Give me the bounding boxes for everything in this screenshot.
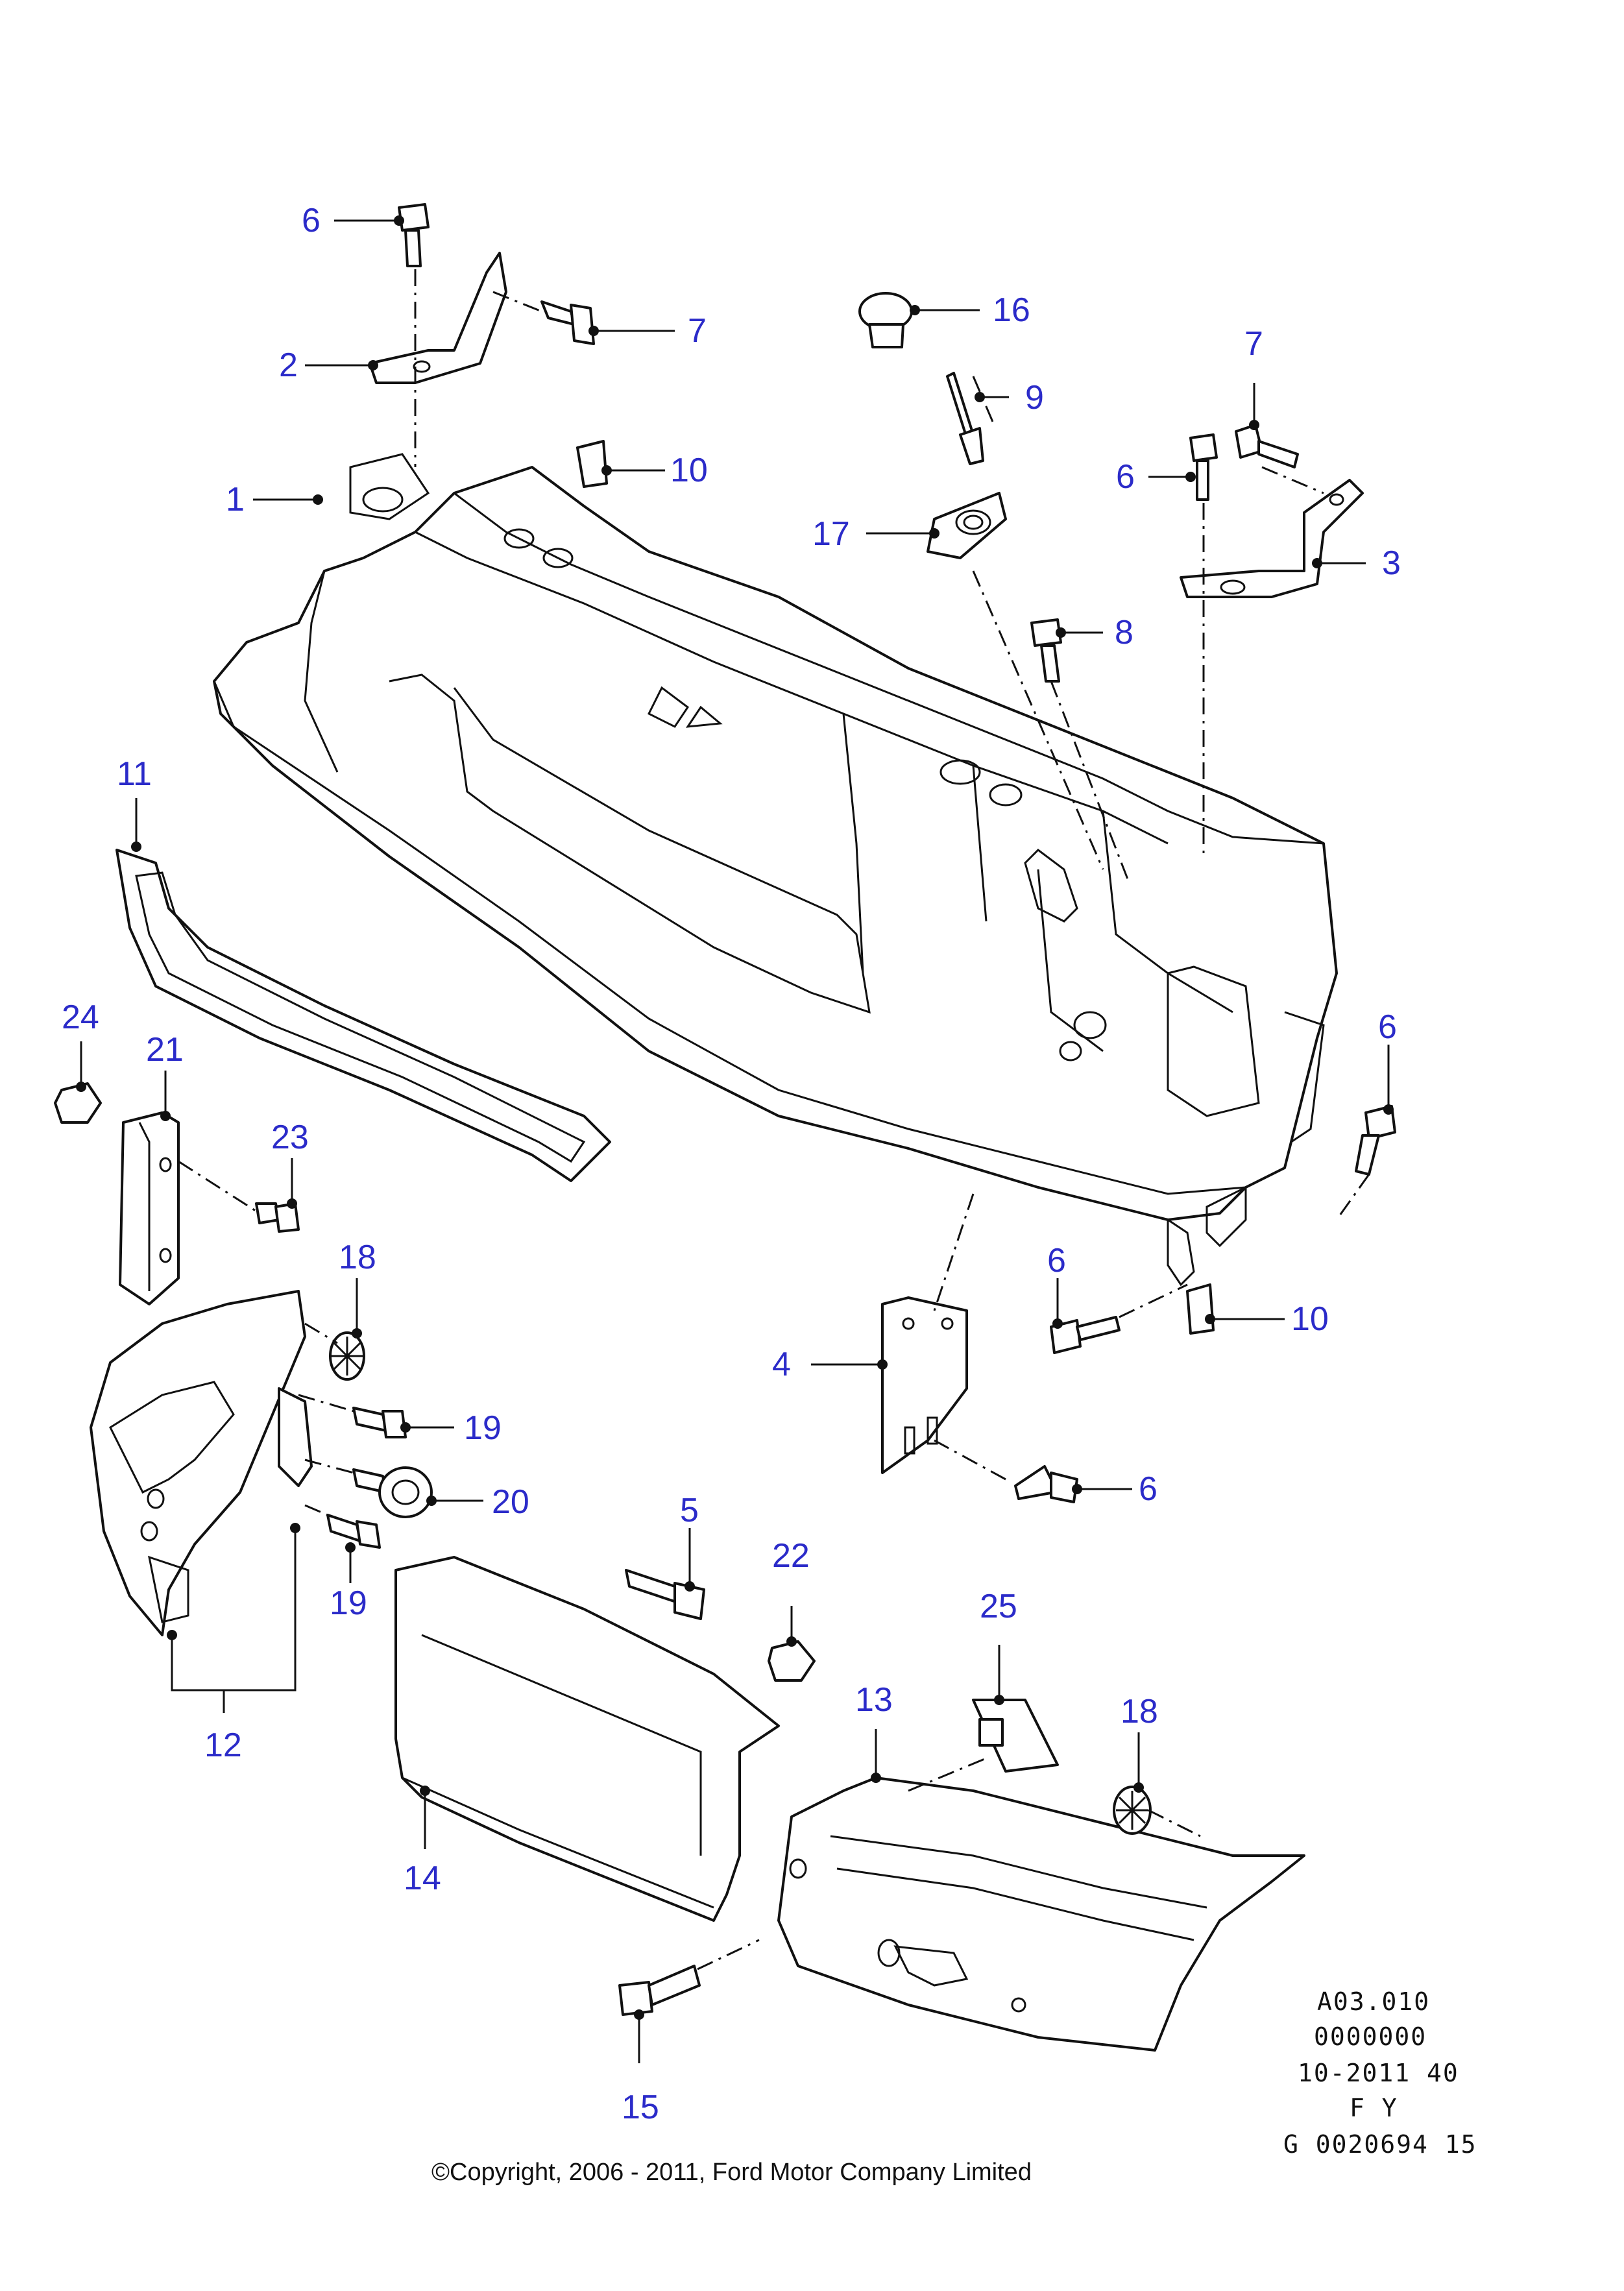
callout-6-center: 6 xyxy=(1047,1242,1066,1279)
reference-block: A03.010 0000000 10-2011 40 F Y G 0020694… xyxy=(1283,1987,1477,2159)
callout-19-upper: 19 xyxy=(464,1409,502,1447)
callout-25: 25 xyxy=(980,1588,1017,1625)
bracket-12-small xyxy=(278,1387,313,1487)
callout-6-right: 6 xyxy=(1378,1008,1397,1046)
leader-lines xyxy=(76,215,1394,2063)
bolt-6-bracket3 xyxy=(1189,433,1218,501)
bolt-6-top xyxy=(398,203,430,267)
callout-16: 16 xyxy=(993,291,1030,329)
grille-seal-frame xyxy=(115,849,611,1182)
bumper-cover xyxy=(777,1776,1305,2052)
callout-20: 20 xyxy=(492,1483,529,1521)
push-clip-18-left xyxy=(329,1331,365,1381)
callout-7-top: 7 xyxy=(688,312,707,350)
bolt-15 xyxy=(618,1965,701,2016)
callout-23: 23 xyxy=(271,1119,309,1156)
bolt-7-bracket3 xyxy=(1235,424,1299,468)
bolt-8 xyxy=(1030,618,1062,683)
callout-19-lower: 19 xyxy=(330,1584,367,1622)
callout-8: 8 xyxy=(1115,614,1133,651)
callout-7-right: 7 xyxy=(1244,325,1263,363)
bolt-23 xyxy=(255,1202,300,1233)
bolt-7-top xyxy=(540,300,595,345)
latch-plate-17 xyxy=(927,492,1007,559)
callout-6-lower: 6 xyxy=(1139,1470,1157,1508)
nut-22 xyxy=(768,1640,816,1682)
ref-line-5: G 0020694 15 xyxy=(1283,2130,1477,2159)
clip-25 xyxy=(972,1699,1059,1773)
nut-24 xyxy=(54,1082,102,1124)
bolt-19-upper xyxy=(352,1407,407,1438)
bolt-6-right xyxy=(1355,1105,1396,1176)
callout-12: 12 xyxy=(204,1727,242,1764)
callout-17: 17 xyxy=(812,515,850,553)
bolt-6-bracket4 xyxy=(1014,1465,1078,1503)
ref-line-2: 0000000 xyxy=(1314,2022,1427,2051)
front-panel-assembly xyxy=(213,453,1338,1287)
lower-valance-panel xyxy=(394,1556,780,1922)
callout-2: 2 xyxy=(279,346,298,384)
bracket-2 xyxy=(369,252,507,384)
callout-13: 13 xyxy=(855,1681,893,1719)
grommet-16 xyxy=(858,292,913,348)
callout-14: 14 xyxy=(404,1860,441,1897)
copyright-notice: ©Copyright, 2006 - 2011, Ford Motor Comp… xyxy=(431,2159,1032,2186)
callout-10-lower: 10 xyxy=(1291,1300,1329,1338)
bolt-19-lower xyxy=(326,1514,381,1549)
callout-1: 1 xyxy=(226,481,245,518)
callout-24: 24 xyxy=(62,999,99,1036)
bolt-5 xyxy=(625,1569,705,1620)
callout-11: 11 xyxy=(117,755,152,793)
ref-line-4: F Y xyxy=(1350,2094,1398,2122)
callout-4: 4 xyxy=(772,1346,791,1383)
callout-6-bracket: 6 xyxy=(1116,458,1135,496)
callout-5: 5 xyxy=(680,1492,699,1529)
callout-10-top: 10 xyxy=(670,452,708,489)
ref-line-3: 10-2011 40 xyxy=(1298,2059,1459,2087)
ref-line-1: A03.010 xyxy=(1317,1987,1430,2016)
callout-18-left: 18 xyxy=(339,1239,376,1276)
callout-15: 15 xyxy=(622,2089,659,2126)
bolt-20 xyxy=(352,1466,433,1518)
side-bracket-lh xyxy=(90,1290,306,1636)
callout-6-top: 6 xyxy=(302,202,321,239)
clip-10-lower xyxy=(1186,1283,1215,1335)
rivet-9 xyxy=(946,372,984,465)
clip-10-upper xyxy=(576,440,608,488)
side-bracket-21 xyxy=(119,1111,180,1305)
mounting-bracket-4 xyxy=(881,1296,968,1474)
callout-9: 9 xyxy=(1025,379,1044,417)
push-clip-18-right xyxy=(1113,1786,1152,1835)
callout-18-right: 18 xyxy=(1121,1693,1158,1730)
callout-21: 21 xyxy=(146,1031,184,1069)
callout-22: 22 xyxy=(772,1537,810,1575)
callout-3: 3 xyxy=(1382,544,1401,582)
callout-labels: 1 2 3 4 5 6 6 6 6 6 7 7 8 9 10 10 11 12 … xyxy=(62,202,1401,2126)
